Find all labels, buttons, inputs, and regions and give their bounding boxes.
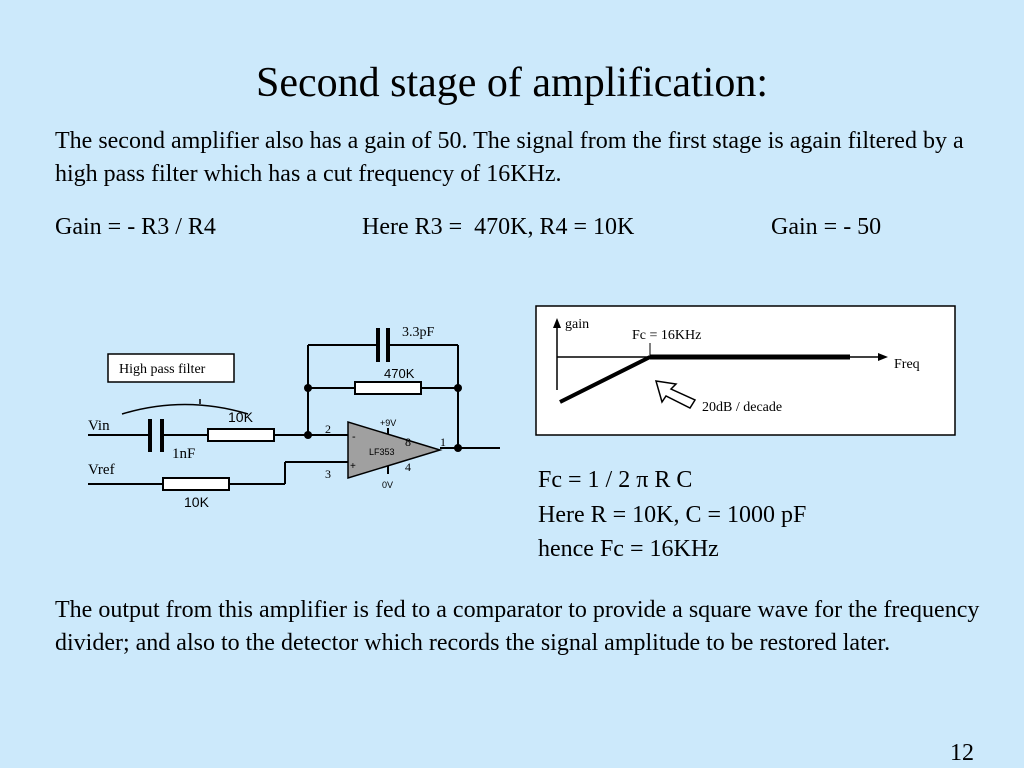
opamp-plus: +: [350, 461, 356, 472]
fc-values: Here R = 10K, C = 1000 pF: [538, 502, 807, 528]
pin-1-label: 1: [440, 435, 446, 449]
pin-2-label: 2: [325, 422, 331, 436]
bode-slope-label: 20dB / decade: [702, 400, 782, 415]
vref-resistor-label: 10K: [184, 494, 210, 510]
bode-x-arrow: [878, 353, 888, 361]
opamp-symbol: [347, 420, 443, 480]
bode-y-arrow: [553, 318, 561, 328]
supply-pos-label: +9V: [380, 418, 396, 428]
output-paragraph: The output from this amplifier is fed to…: [55, 597, 980, 656]
opamp-minus: -: [352, 431, 356, 443]
fc-result: hence Fc = 16KHz: [538, 536, 719, 562]
gain-formula: Gain = - R3 / R4: [55, 214, 216, 240]
opamp-label: LF353: [369, 447, 395, 457]
input-resistor-label: 10K: [228, 409, 254, 425]
input-capacitor: [148, 419, 164, 452]
fc-formula: Fc = 1 / 2 π R C: [538, 467, 693, 493]
input-resistor: [207, 428, 275, 442]
pin-4-label: 4: [405, 460, 411, 474]
slope-pointer-arrow: [654, 380, 697, 409]
feedback-cap-label: 3.3pF: [402, 325, 435, 340]
supply-gnd-label: 0V: [382, 480, 393, 490]
junction-dot: [454, 384, 462, 392]
bode-slope-line: [559, 355, 651, 404]
junction-dot: [304, 384, 312, 392]
bode-plot-frame: [535, 305, 956, 436]
input-cap-label: 1nF: [172, 446, 195, 462]
bode-x-label: Freq: [894, 357, 920, 372]
gain-result: Gain = - 50: [771, 214, 882, 240]
feedback-resistor: [354, 381, 422, 395]
filter-box-label: High pass filter: [119, 362, 206, 377]
vref-label: Vref: [88, 462, 115, 478]
high-pass-filter-box: [107, 353, 235, 383]
bode-y-label: gain: [565, 317, 589, 332]
intro-paragraph: The second amplifier also has a gain of …: [55, 128, 964, 187]
pin-8-label: 8: [405, 435, 411, 449]
junction-dot: [454, 444, 462, 452]
junction-dot: [304, 431, 312, 439]
page-number: 12: [950, 740, 974, 766]
feedback-resistor-label: 470K: [384, 366, 415, 381]
gain-values: Here R3 = 470K, R4 = 10K: [362, 214, 635, 240]
feedback-capacitor: [376, 328, 390, 362]
vref-resistor: [162, 477, 230, 491]
vin-label: Vin: [88, 418, 110, 434]
bode-cutoff-label: Fc = 16KHz: [632, 328, 701, 343]
slide-title: Second stage of amplification:: [255, 60, 769, 106]
schematic-wires: [88, 344, 500, 485]
pin-3-label: 3: [325, 467, 331, 481]
filter-bracket-arc: [121, 403, 249, 415]
